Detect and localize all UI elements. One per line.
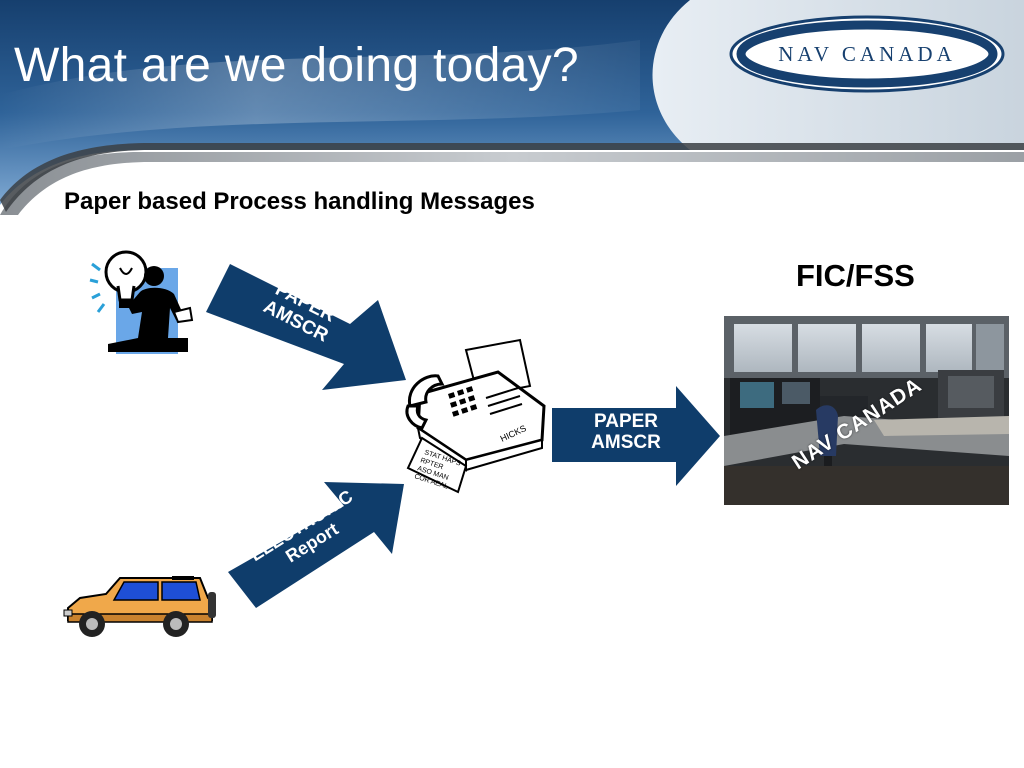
vehicle-clipart (63, 576, 216, 637)
arrow-fax-to-fic (552, 386, 720, 486)
page-title: What are we doing today? (14, 39, 579, 92)
diagram-subtitle: Paper based Process handling Messages (64, 188, 535, 215)
fic-fss-control-room-photo (724, 316, 1009, 505)
arrow-pilot-to-fax (206, 264, 406, 390)
logo-text: NAV CANADA (778, 42, 956, 66)
nav-canada-logo: NAV CANADA (729, 15, 1005, 93)
arrow-fax-to-fic-label: PAPER AMSCR (566, 411, 686, 454)
fax-machine-clipart: HICKS STAT HAPS RPTER ASO MAN COR AEAL (405, 338, 546, 494)
arrow-label-line: PAPER (593, 411, 659, 432)
pilot-idea-clipart (89, 250, 194, 354)
arrow-vehicle-to-fax (228, 482, 404, 608)
arrow-label-line: AMSCR (591, 431, 661, 453)
destination-label: FIC/FSS (796, 258, 915, 293)
